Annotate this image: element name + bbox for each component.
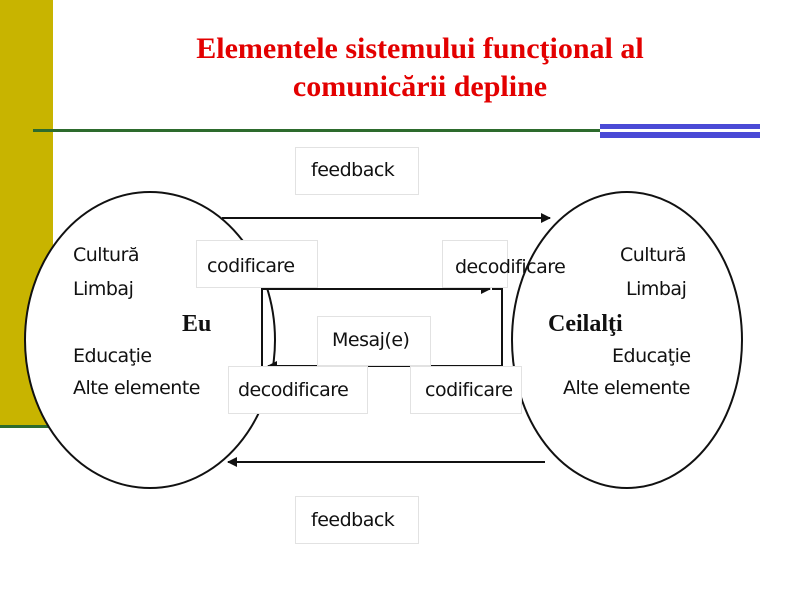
feedback-top-label: feedback [311,159,395,181]
right-attr-culture: Cultură [620,244,687,266]
right-attr-other: Alte elemente [563,377,691,399]
left-encode-label: codificare [207,255,295,277]
feedback-top-box: feedback [295,147,419,195]
left-actor-name: Eu [182,311,212,337]
message-box: Mesaj(e) [317,316,431,366]
left-attr-language: Limbaj [73,278,134,300]
feedback-bottom-label: feedback [311,509,395,531]
right-ellipse [511,191,743,489]
feedback-bottom-box: feedback [295,496,419,544]
message-path-upper-right [492,288,503,366]
left-attr-culture: Cultură [73,244,140,266]
left-decode-box: decodificare [228,366,368,414]
left-attr-education: Educaţie [73,345,152,367]
left-decode-label: decodificare [238,379,349,401]
slide-title-line1: Elementele sistemului funcţional al [196,32,644,65]
left-ellipse [24,191,276,489]
title-divider [33,129,601,132]
right-decode-label: decodificare [455,256,566,278]
right-decode-box [442,240,508,288]
slide-title-line2: comunicării depline [292,70,548,103]
left-attr-other: Alte elemente [73,377,201,399]
right-encode-box: codificare [410,366,522,414]
right-attr-language: Limbaj [626,278,687,300]
left-encode-box: codificare [196,240,318,288]
right-attr-education: Educaţie [612,345,691,367]
title-divider-accent [600,124,760,138]
slide-title: Elementele sistemului funcţional al comu… [100,30,740,106]
right-encode-label: codificare [425,379,513,401]
side-divider [0,425,53,428]
right-actor-name: Ceilalţi [548,311,623,337]
message-label: Mesaj(e) [332,329,410,351]
